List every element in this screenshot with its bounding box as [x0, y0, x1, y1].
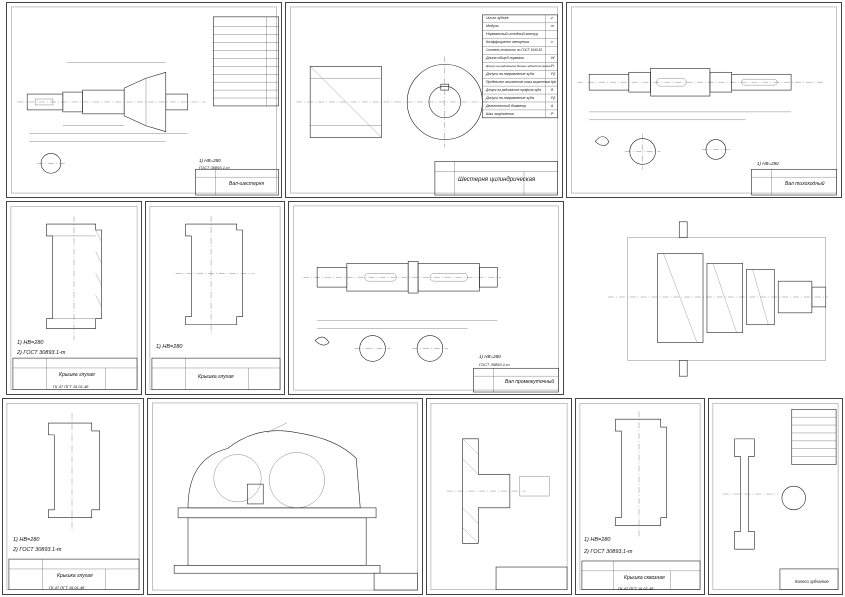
sheet1-title: Вал-шестерня [229, 181, 265, 187]
drawing-sheet-gearbox-assembly[interactable] [567, 201, 842, 395]
gear-param-12: Шаг зацепления [486, 112, 514, 116]
gear-sym-6: Fr [551, 64, 555, 68]
output-shaft-drawing [571, 6, 837, 196]
sheet6-title: Вал промежуточный [505, 379, 555, 385]
half-coupling-drawing [430, 403, 568, 591]
sheet3-title: Вал тихоходный [785, 181, 825, 187]
gear-param-2: Нормальный исходный контур [486, 32, 538, 36]
drawing-sheet-cover-3[interactable]: 1) HB=280 2) ГОСТ 30893.1-т Крышка глуха… [2, 398, 144, 595]
gear-wheel-drawing [712, 403, 839, 590]
gear-param-7: Допуск на направление зуба [486, 72, 534, 76]
gearbox-housing-drawing [152, 402, 418, 591]
gear-param-5: Длина общей нормали [486, 56, 524, 60]
gear-param-1: Модуль [486, 24, 499, 28]
drawing-sheet-cover-1[interactable]: 1) HB=280 2) ГОСТ 30893.1-т Крышка глуха… [6, 201, 142, 395]
sheet8-code: ГК 47 ПГТ 16.01.48 [49, 585, 85, 590]
sheet1-note: 1) HB=280 [199, 158, 221, 163]
drawing-sheet-half-coupling[interactable] [426, 398, 572, 595]
drawing-sheet-gearbox-housing[interactable] [147, 398, 423, 595]
drawing-sheet-gear-wheel[interactable]: Колесо зубчатое [708, 398, 843, 595]
through-cover-drawing [579, 403, 701, 590]
gear-sym-1: m [551, 24, 554, 28]
cover-3-drawing [6, 403, 140, 590]
sheet4-note2: 2) ГОСТ 30893.1-т [17, 350, 66, 356]
gear-param-4: Степень точности по ГОСТ 1643-81 [486, 48, 543, 52]
gear-param-10: Допуск на направление зуба [486, 96, 534, 100]
cover-2-drawing [149, 206, 281, 390]
sheet4-title: Крышка глухая [59, 372, 95, 378]
cylindrical-gear-drawing [290, 6, 558, 196]
gear-param-11: Делительный диаметр [486, 104, 527, 108]
gear-param-9: Допуск на радиальное профиля зуба [486, 88, 541, 92]
drawing-sheet-through-cover[interactable]: 1) HB=280 2) ГОСТ 30893.1-т Крышка сквоз… [575, 398, 705, 595]
gear-param-0: Число зубьев [486, 16, 509, 20]
sheet11-code: ГК 47 ПГТ 16.01.48 [618, 586, 654, 591]
sheet11-note1: 1) HB=280 [584, 537, 611, 543]
sheet12-title: Колесо зубчатое [795, 579, 829, 584]
sheet1-std: ГОСТ 30893.1-т [199, 165, 230, 170]
gear-sym-8: fpb [551, 80, 556, 84]
drawing-sheet-output-shaft[interactable]: 1) HB=280 Вал тихоходный [566, 2, 842, 198]
gearbox-assembly-drawing [608, 221, 828, 377]
pinion-shaft-drawing [11, 6, 279, 196]
gear-param-6: Допуск на радиальное биение зубчатого ве… [486, 64, 551, 68]
sheet3-note: 1) HB=280 [757, 161, 779, 166]
cover-1-drawing [10, 206, 138, 390]
gear-sym-12: P [551, 112, 554, 116]
gear-sym-3: x [551, 40, 553, 44]
gear-sym-9: ff [551, 88, 553, 92]
gear-param-8: Предельное отклонение шага зацепления [486, 80, 551, 84]
gear-sym-5: W [551, 56, 555, 60]
sheet5-title: Крышка глухая [198, 374, 234, 380]
gear-sym-10: Fβ [551, 96, 556, 100]
sheet5-note: 1) HB=280 [156, 344, 183, 350]
gear-sym-7: Fβ [551, 72, 556, 76]
drawing-sheet-pinion-shaft[interactable]: 1) HB=280 ГОСТ 30893.1-т Вал-шестерня [6, 2, 282, 198]
sheet8-note1: 1) HB=280 [13, 537, 40, 543]
sheet8-note2: 2) ГОСТ 30893.1-т [13, 547, 62, 553]
sheet11-title: Крышка сквозная [624, 575, 665, 581]
sheet6-std: ГОСТ 30893.1-т [479, 362, 510, 367]
gear-param-3: Коэффициент смещения [486, 40, 530, 44]
sheet11-note2: 2) ГОСТ 30893.1-т [584, 549, 633, 555]
intermediate-shaft-drawing [293, 205, 559, 393]
sheet6-note: 1) HB=280 [479, 354, 501, 359]
gear-sym-11: d [551, 104, 553, 108]
drawing-sheet-intermediate-shaft[interactable]: 1) HB=280 ГОСТ 30893.1-т Вал промежуточн… [288, 201, 564, 395]
sheet4-note1: 1) HB=280 [17, 340, 44, 346]
drawing-sheet-cover-2[interactable]: 1) HB=280 Крышка глухая [145, 201, 285, 395]
sheet8-title: Крышка глухая [57, 573, 93, 579]
sheet2-title: Шестерня цилиндрическая [458, 177, 536, 183]
drawing-sheet-cylindrical-gear[interactable]: Число зубьев Модуль Нормальный исходный … [285, 2, 563, 198]
gear-sym-0: z [551, 16, 553, 20]
sheet4-code: ГК 47 ПГТ 16.01.48 [53, 384, 89, 389]
